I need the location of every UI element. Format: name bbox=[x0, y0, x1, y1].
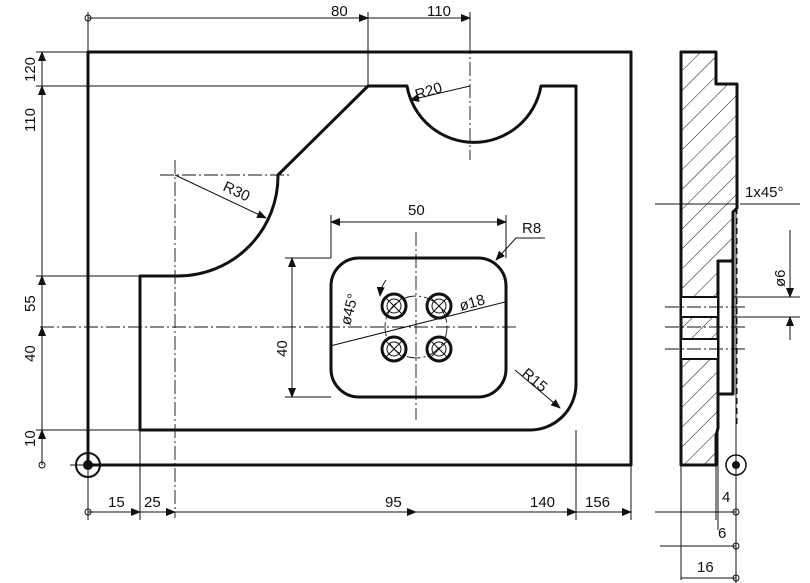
hole-top-left bbox=[380, 292, 408, 320]
dim-side-16: 16 bbox=[697, 559, 714, 576]
pocket-contour bbox=[138, 84, 578, 432]
dim-top-110: 110 bbox=[427, 3, 451, 20]
dim-top-80: 80 bbox=[331, 3, 348, 20]
dim-left-55: 55 bbox=[22, 295, 39, 312]
hole-pattern bbox=[380, 292, 453, 363]
dim-side-4: 4 bbox=[722, 489, 730, 506]
dim-left-10: 10 bbox=[22, 430, 39, 447]
side-section-hatch bbox=[679, 50, 739, 467]
dim-left-40: 40 bbox=[22, 345, 39, 362]
dimension-labels: 80 110 120 110 55 40 10 15 25 95 140 156… bbox=[22, 3, 789, 576]
dia-18: ø18 bbox=[457, 291, 487, 314]
dim-side-6: 6 bbox=[718, 525, 726, 542]
dim-bottom-156: 156 bbox=[585, 494, 610, 511]
chamfer-1x45: 1x45° bbox=[745, 184, 784, 201]
side-pocket-step bbox=[716, 259, 735, 396]
dim-left-110: 110 bbox=[22, 108, 39, 132]
side-view bbox=[655, 50, 800, 583]
dim-bottom-95: 95 bbox=[385, 494, 402, 511]
radius-r20: R20 bbox=[413, 79, 444, 104]
dimension-lines bbox=[36, 12, 632, 520]
front-view bbox=[40, 40, 633, 518]
radius-r30: R30 bbox=[220, 178, 252, 205]
pitch-circle bbox=[384, 295, 448, 359]
dia-45: ø45° bbox=[337, 292, 362, 327]
dim-50: 50 bbox=[408, 202, 425, 219]
dim-bottom-25: 25 bbox=[144, 494, 161, 511]
outer-plate-outline bbox=[86, 50, 633, 467]
dim-bottom-140: 140 bbox=[530, 494, 555, 511]
radius-r15: R15 bbox=[518, 365, 550, 396]
dim-bottom-15: 15 bbox=[108, 494, 125, 511]
hole-bottom-left bbox=[380, 335, 408, 363]
hole-top-right bbox=[425, 292, 453, 320]
radius-r8: R8 bbox=[522, 220, 541, 237]
inner-pocket-rect bbox=[329, 256, 508, 399]
dim-40: 40 bbox=[274, 340, 291, 357]
dia-6: ø6 bbox=[772, 269, 789, 287]
dim-left-120: 120 bbox=[22, 57, 39, 82]
hole-bottom-right bbox=[425, 335, 453, 363]
